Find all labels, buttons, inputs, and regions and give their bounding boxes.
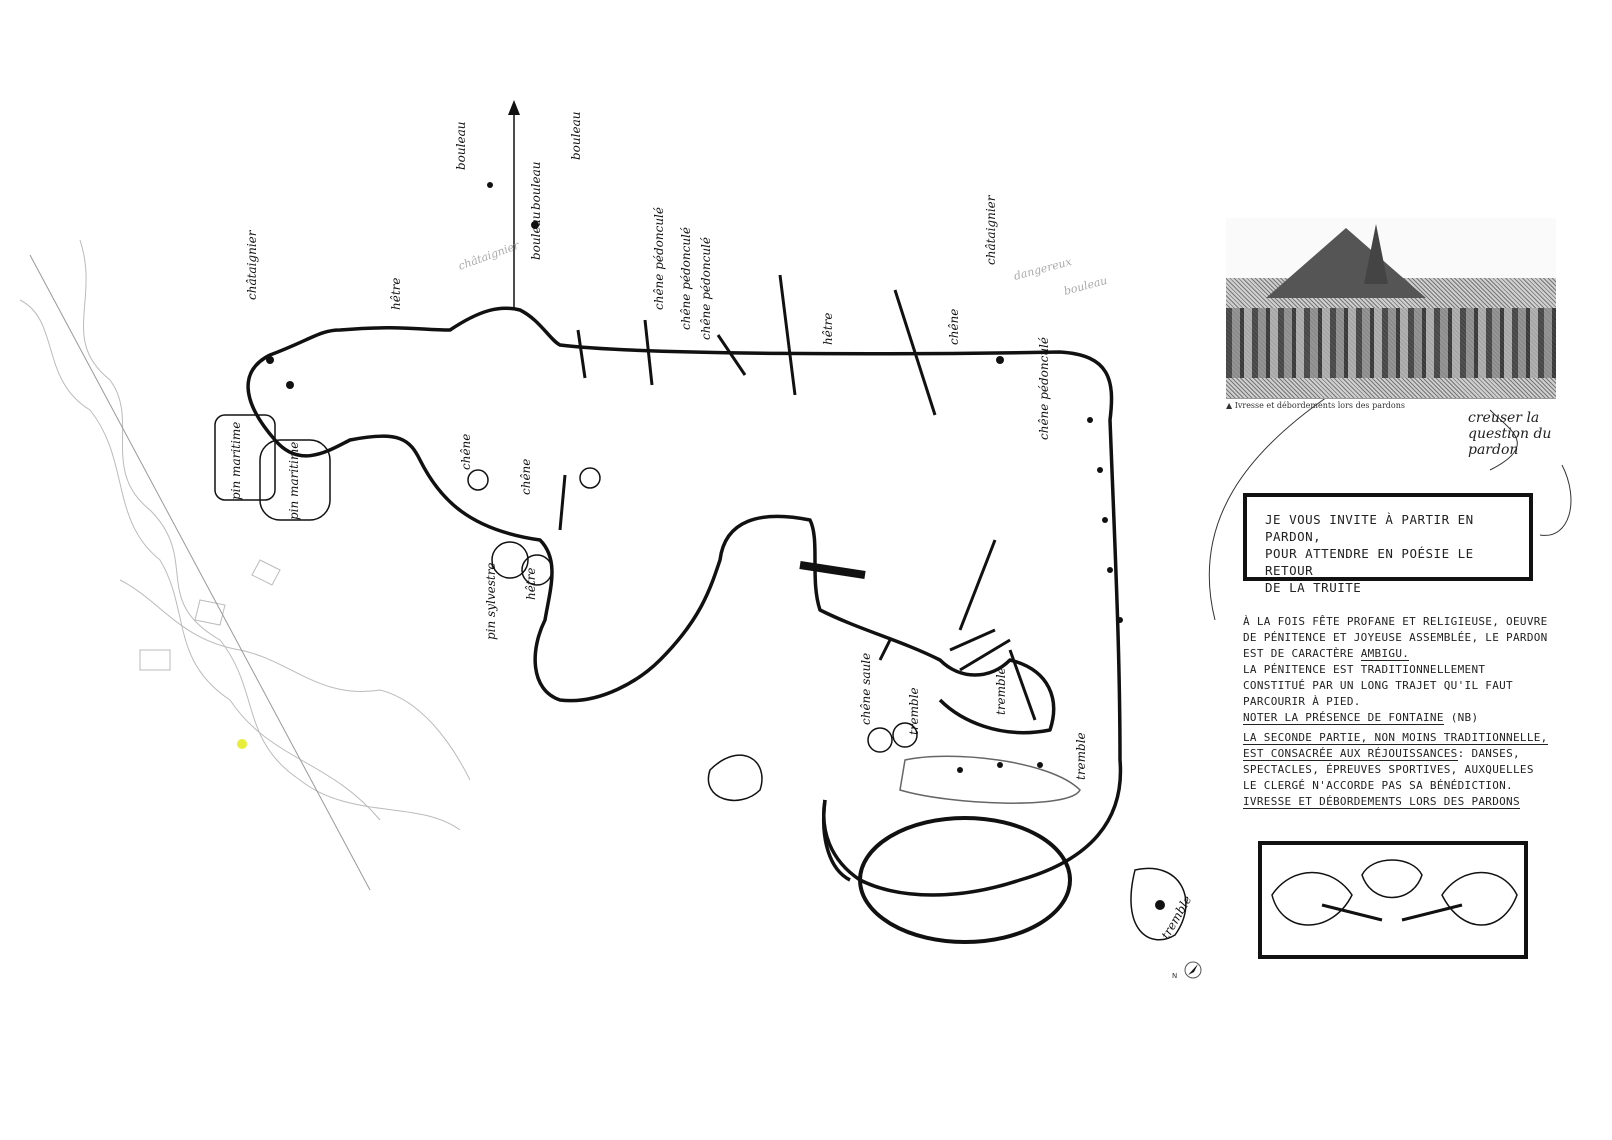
- label-chene-pedoncule: chêne pédonculé: [699, 237, 713, 340]
- second-part-underlined: LA SECONDE PARTIE, NON MOINS TRADITIONNE…: [1243, 731, 1548, 761]
- label-bouleau: bouleau: [569, 112, 583, 160]
- label-chene-pedoncule: chêne pédonculé: [652, 207, 666, 310]
- label-tremble: tremble: [1158, 893, 1194, 941]
- pardon-description: À LA FOIS FÊTE PROFANE ET RELIGIEUSE, OE…: [1243, 614, 1553, 810]
- label-chataignier: châtaignier: [245, 229, 259, 300]
- grey-note-bouleau: bouleau: [1062, 274, 1108, 298]
- trout-sketch: [1271, 859, 1518, 926]
- label-hetre: hêtre: [524, 568, 538, 601]
- label-chene: chêne: [519, 459, 533, 495]
- compass-label: N: [1172, 972, 1177, 980]
- invitation-box: JE VOUS INVITE À PARTIR EN PARDON, POUR …: [1243, 493, 1533, 595]
- invitation-line: POUR ATTENDRE EN POÉSIE LE RETOUR: [1265, 546, 1474, 578]
- paragraph-2: LA PÉNITENCE EST TRADITIONNELLEMENT CONS…: [1243, 663, 1513, 708]
- label-chene: chêne: [459, 434, 473, 470]
- tree-circles: [214, 414, 1187, 941]
- label-hetre: hêtre: [821, 313, 835, 346]
- label-tremble: tremble: [1074, 732, 1088, 780]
- paragraph-1: À LA FOIS FÊTE PROFANE ET RELIGIEUSE, OE…: [1243, 615, 1548, 660]
- compass: N: [1172, 961, 1202, 980]
- label-tremble: tremble: [907, 687, 921, 735]
- nb-mark: (NB): [1450, 711, 1479, 724]
- annotation-arrows: [1208, 394, 1572, 621]
- invitation-line: DE LA TRUITE: [1265, 580, 1362, 595]
- pardon-engraving-image: [1226, 218, 1556, 399]
- trout-sketch-frame: [1258, 841, 1528, 959]
- label-bouleau: bouleau: [529, 162, 543, 210]
- label-chataignier: châtaignier: [984, 194, 998, 265]
- label-pin-maritime: pin maritime: [229, 422, 243, 500]
- label-chene: chêne: [947, 309, 961, 345]
- walking-route: [246, 306, 1123, 944]
- label-hetre: hêtre: [389, 278, 403, 311]
- label-pin-maritime: pin maritime: [287, 442, 301, 520]
- label-chene-saule: chêne saule: [859, 653, 873, 725]
- label-pin-sylvestre: pin sylvestre: [484, 562, 498, 640]
- label-bouleau: bouleau: [529, 212, 543, 260]
- ambigu-underlined: AMBIGU.: [1360, 647, 1410, 661]
- invitation-line: JE VOUS INVITE À PARTIR EN PARDON,: [1265, 512, 1474, 544]
- shrub-marks: [266, 182, 1165, 910]
- section-axis-line: [29, 254, 371, 891]
- arrowhead-icon: [508, 100, 520, 115]
- tree-labels: châtaignier hêtre bouleau bouleau boulea…: [229, 112, 1194, 942]
- route-ticks: [558, 274, 1037, 721]
- label-chene-pedoncule: chêne pédonculé: [1037, 337, 1051, 440]
- handwritten-note: creuser la question du pardon: [1468, 410, 1552, 458]
- highlight-dot: [237, 739, 247, 749]
- fontaine-note: NOTER LA PRÉSENCE DE FONTAINE: [1243, 711, 1444, 725]
- engraving-caption: ▲ Ivresse et débordements lors des pardo…: [1226, 401, 1405, 410]
- label-chene-pedoncule: chêne pédonculé: [679, 227, 693, 330]
- label-bouleau: bouleau: [454, 122, 468, 170]
- ivresse-underlined: IVRESSE ET DÉBORDEMENTS LORS DES PARDONS: [1243, 795, 1520, 809]
- paragraph-4: : DANSES, SPECTACLES, ÉPREUVES SPORTIVES…: [1243, 747, 1534, 792]
- grey-note-chataignier: châtaignier: [457, 239, 522, 273]
- label-tremble: tremble: [994, 667, 1008, 715]
- grey-note-dangereux: dangereux: [1012, 255, 1073, 283]
